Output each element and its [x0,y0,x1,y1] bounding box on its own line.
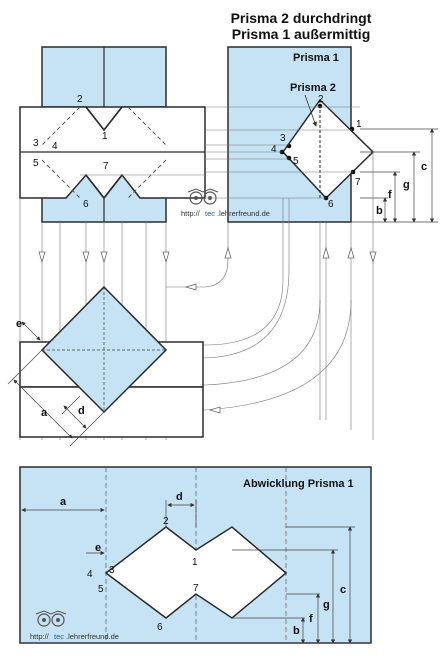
watermark-top: http:// tec .lehrerfreund.de [181,188,270,218]
point-5-dev: 5 [98,584,104,595]
point-2-dev: 2 [163,516,169,527]
label-development: Abwicklung Prisma 1 [243,478,354,490]
point-1-front: 1 [102,131,108,142]
point-5-side: 5 [293,156,299,167]
point-7-dev: 7 [193,583,199,594]
point-4-front: 4 [52,141,58,152]
point-7-side: 7 [355,177,361,188]
point-3-front: 3 [33,138,39,149]
point-1-side: 1 [356,119,362,130]
watermark-highlight-top: tec [205,209,215,218]
dim-g-side: g [403,179,410,191]
point-1-dev: 1 [192,557,198,568]
point-5-front: 5 [33,158,39,169]
dim-f-dev: f [309,613,313,625]
point-3-side: 3 [280,133,286,144]
label-prism2: Prisma 2 [290,82,336,94]
watermark-bottom: http:// tec .lehrerfreund.de [30,610,119,641]
point-2-front: 2 [77,94,83,105]
title-line-1: Prisma 2 durchdringt [230,10,372,26]
watermark-highlight-bottom: tec [54,632,64,641]
point-6-side: 6 [328,199,334,210]
point-3-dev: 3 [109,565,115,576]
top-view: a d e [7,285,204,447]
dim-e-top: e [16,318,22,330]
point-4-dev: 4 [87,569,93,580]
dim-c-side: c [421,161,427,173]
dim-b-side: b [376,205,383,217]
point-4-side: 4 [271,144,277,155]
front-view: 2 1 3 4 5 7 6 [19,46,206,223]
point-7-front: 7 [103,161,109,172]
title-line-2: Prisma 1 außermittig [231,26,371,42]
page-title: Prisma 2 durchdringt Prisma 1 außermitti… [170,10,432,42]
point-6-dev: 6 [157,622,163,633]
dim-g-dev: g [323,599,330,611]
development-view: Abwicklung Prisma 1 a d e c g [19,466,372,644]
dim-a-dev: a [60,496,67,508]
dim-d-top: d [78,405,85,417]
side-view: Prisma 1 Prisma 2 2 1 3 4 5 7 6 c [227,46,438,223]
point-2-side: 2 [318,94,324,105]
label-prism1: Prisma 1 [293,52,339,64]
dim-d-dev: d [176,491,183,503]
watermark-prefix-top: http:// [181,209,201,218]
watermark-domain-bottom: .lehrerfreund.de [66,632,119,641]
dim-b-dev: b [293,625,300,637]
dim-a-top: a [41,407,48,419]
watermark-prefix-bottom: http:// [30,632,50,641]
dim-c-dev: c [340,584,346,596]
watermark-domain-top: .lehrerfreund.de [217,209,270,218]
dim-f-side: f [388,189,392,201]
projection-arrows [38,246,377,414]
point-6-front: 6 [83,199,89,210]
dim-e-dev: e [95,542,101,554]
